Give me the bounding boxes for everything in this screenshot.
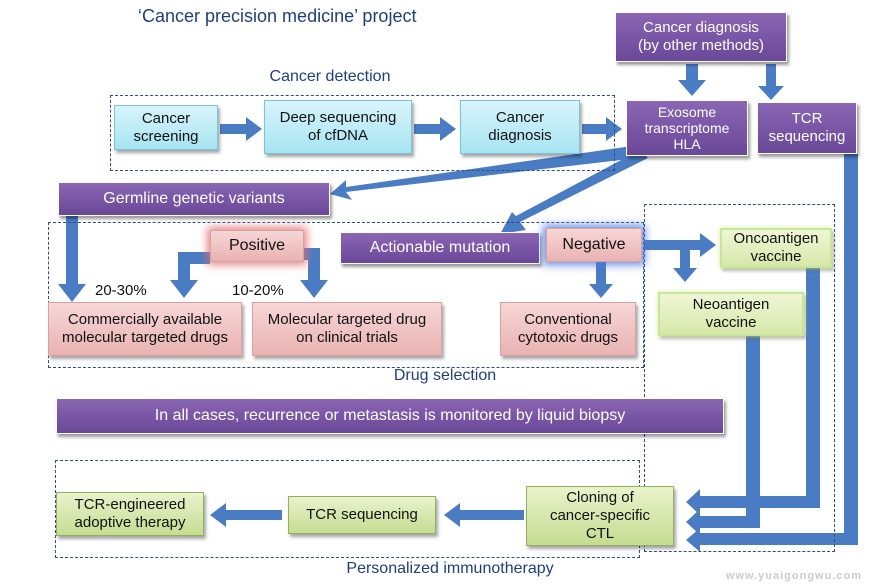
arrow-exosome-to-germline [330,146,638,200]
arrow-diagnosis-to-exosome [582,117,622,141]
percent-10-20: 10-20% [232,282,284,299]
arrow-germline-to-commercial [58,216,86,302]
arrow-tcrseq-to-engineered [210,503,282,527]
trial-drugs-box: Molecular targeted drug on clinical tria… [252,302,442,356]
actionable-mutation-box: Actionable mutation [340,232,540,264]
immunotherapy-label: Personalized immunotherapy [346,560,554,577]
arrow-branch-to-neoantigen [673,250,697,282]
arrow-oncoantigen-to-cloning [686,268,820,515]
arrow-positive-to-commercial [170,252,210,298]
page-title: ‘Cancer precision medicine’ project [138,6,417,26]
neoantigen-vaccine-box: Neoantigen vaccine [658,292,804,336]
cytotoxic-drugs-box: Conventional cytotoxic drugs [500,302,636,356]
arrow-neoantigen-to-cloning [686,336,760,535]
detection-region [110,95,615,171]
arrow-otherdx-to-tcr [758,64,784,100]
detection-label: Cancer detection [269,68,391,85]
cancer-screening-box: Cancer screening [114,105,218,150]
exosome-box: Exosome transcriptome HLA [626,100,748,156]
arrow-negative-to-oncoantigen [644,233,716,257]
tcr-sequencing-top-box: TCR sequencing [757,102,857,154]
oncoantigen-vaccine-box: Oncoantigen vaccine [720,228,832,268]
liquid-biopsy-banner: In all cases, recurrence or metastasis i… [56,398,724,434]
drug-selection-label: Drug selection [393,367,497,384]
tcr-engineered-box: TCR-engineered adoptive therapy [56,492,204,536]
arrow-exosome-to-actionable [500,150,648,234]
tcr-sequencing-bottom-box: TCR sequencing [288,496,436,534]
watermark: www.yuaigongwu.com [725,570,862,582]
arrow-otherdx-to-exosome [678,64,706,96]
positive-box: Positive [210,230,304,262]
drug-selection-region [48,222,644,368]
negative-box: Negative [546,228,642,262]
arrow-negative-to-cytotoxic [589,262,613,298]
arrow-cloning-to-tcrseq [444,503,524,527]
percent-20-30: 20-30% [95,282,147,299]
arrow-screening-to-sequencing [220,117,262,141]
germline-box: Germline genetic variants [58,182,330,216]
right-region [644,204,835,552]
cloning-ctl-box: Cloning of cancer-specific CTL [526,486,674,546]
cancer-diagnosis-box: Cancer diagnosis [460,100,580,154]
other-diagnosis-box: Cancer diagnosis (by other methods) [615,12,787,62]
deep-sequencing-box: Deep sequencing of cfDNA [264,100,412,154]
arrow-positive-to-trial [300,248,328,298]
commercial-drugs-box: Commercially available molecular targete… [48,302,242,356]
arrow-sequencing-to-diagnosis [414,117,456,141]
